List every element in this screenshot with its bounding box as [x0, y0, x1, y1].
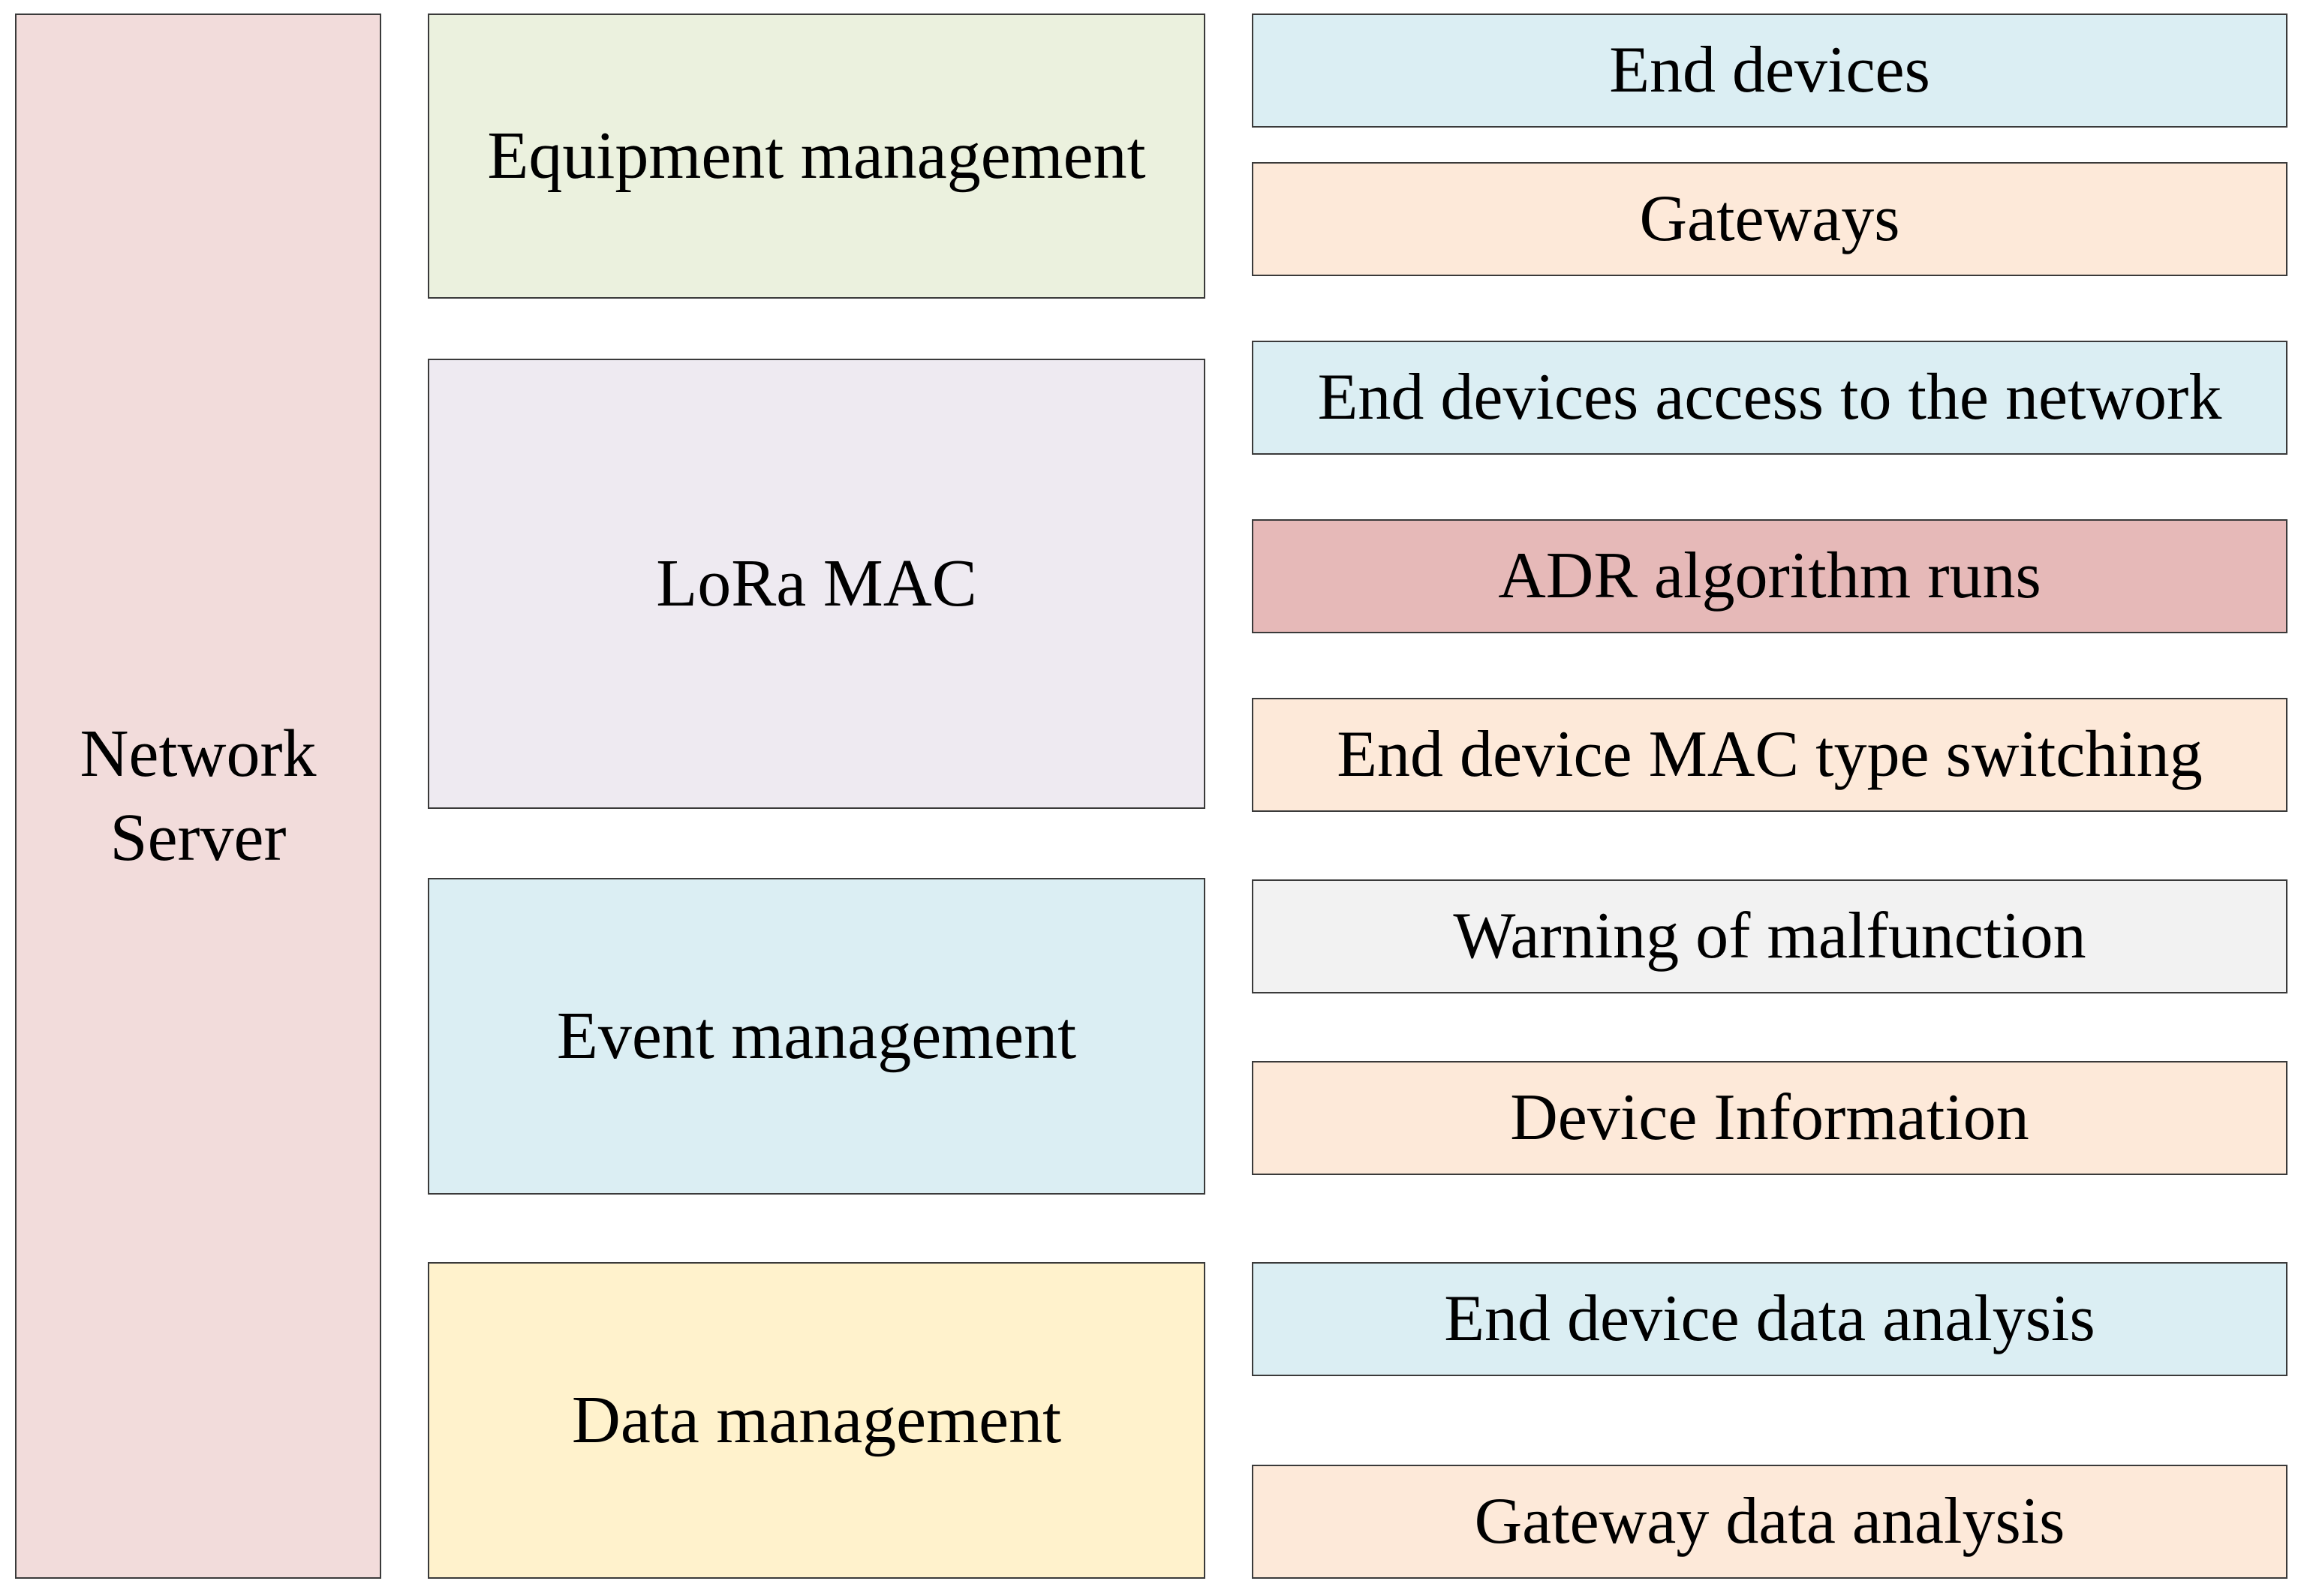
network-server-box: Network Server — [15, 14, 381, 1579]
event-management-label: Event management — [556, 998, 1077, 1073]
end-devices-label: End devices — [1609, 34, 1930, 107]
data-management-label: Data management — [571, 1382, 1062, 1457]
end-device-data-analysis-label: End device data analysis — [1444, 1282, 2095, 1355]
lora-mac-label: LoRa MAC — [656, 546, 977, 621]
malfunction-warning-box: Warning of malfunction — [1252, 879, 2287, 993]
gateway-data-analysis-label: Gateway data analysis — [1474, 1485, 2065, 1558]
device-information-label: Device Information — [1510, 1081, 2029, 1154]
event-management-box: Event management — [428, 878, 1205, 1195]
device-information-box: Device Information — [1252, 1061, 2287, 1175]
gateways-box: Gateways — [1252, 162, 2287, 276]
adr-algorithm-box: ADR algorithm runs — [1252, 519, 2287, 633]
equipment-management-box: Equipment management — [428, 14, 1205, 299]
adr-algorithm-label: ADR algorithm runs — [1498, 540, 2041, 612]
equipment-management-label: Equipment management — [487, 118, 1146, 193]
mac-type-switching-box: End device MAC type switching — [1252, 698, 2287, 812]
gateway-data-analysis-box: Gateway data analysis — [1252, 1465, 2287, 1579]
network-access-label: End devices access to the network — [1317, 361, 2222, 434]
network-access-box: End devices access to the network — [1252, 341, 2287, 455]
mac-type-switching-label: End device MAC type switching — [1337, 718, 2203, 791]
gateways-label: Gateways — [1639, 182, 1900, 255]
data-management-box: Data management — [428, 1262, 1205, 1579]
network-server-label: Network Server — [80, 716, 317, 876]
end-devices-box: End devices — [1252, 14, 2287, 128]
lora-mac-box: LoRa MAC — [428, 359, 1205, 809]
end-device-data-analysis-box: End device data analysis — [1252, 1262, 2287, 1376]
malfunction-warning-label: Warning of malfunction — [1453, 900, 2086, 972]
